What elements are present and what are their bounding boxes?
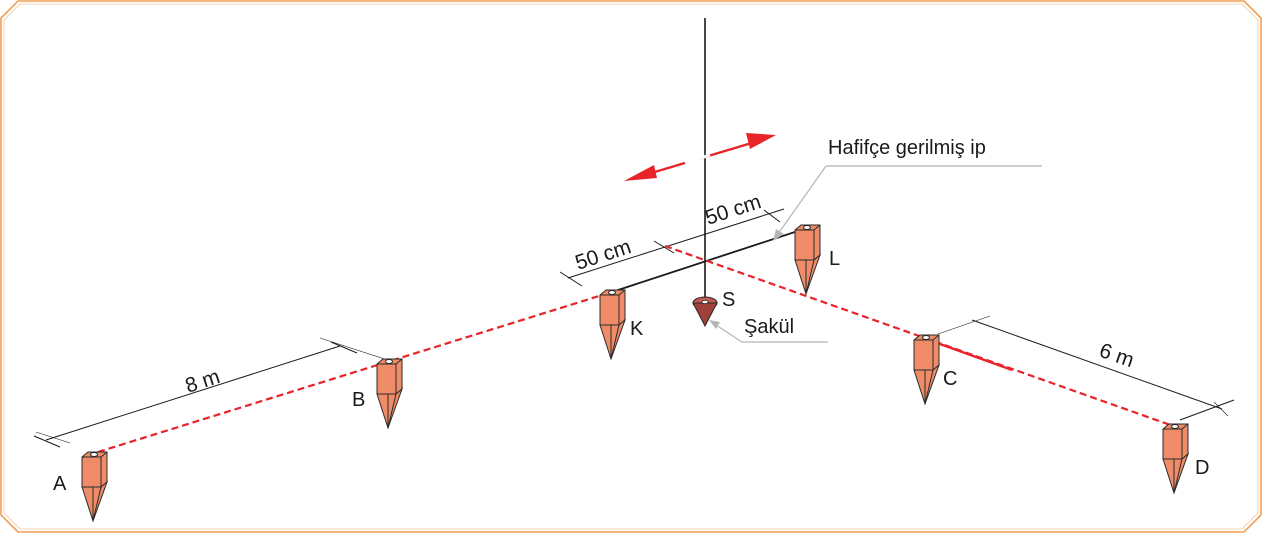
dimension-ab-label: 8 m — [182, 365, 222, 398]
point-c-label: C — [943, 368, 957, 390]
dimension-cd — [937, 315, 1235, 421]
dimension-center-l-label: 50 cm — [702, 190, 763, 230]
point-k-label: K — [630, 318, 644, 340]
plumb-note-leader — [709, 320, 828, 343]
dimension-ab — [33, 337, 401, 448]
stake-d-icon — [1162, 423, 1189, 494]
plumb-note-label: Şakül — [744, 316, 794, 338]
stake-c-icon — [913, 334, 940, 405]
plumb-bob-icon — [692, 296, 718, 328]
stake-k-icon — [599, 289, 626, 360]
point-b-label: B — [352, 389, 365, 411]
string-note-leader — [773, 165, 1042, 241]
point-s-label: S — [722, 289, 735, 311]
point-d-label: D — [1195, 457, 1209, 479]
dimension-cd-label: 6 m — [1096, 339, 1137, 372]
stake-a-icon — [81, 451, 108, 522]
stake-b-icon — [376, 358, 403, 429]
dashed-string — [97, 244, 1177, 454]
string-note-label: Hafifçe gerilmiş ip — [828, 137, 986, 159]
frame-inner-border — [3, 3, 1259, 530]
stake-l-icon — [794, 224, 821, 295]
point-a-label: A — [53, 473, 67, 495]
point-l-label: L — [829, 248, 840, 270]
double-arrow-icon — [624, 133, 776, 181]
dimension-k-center-label: 50 cm — [572, 235, 633, 275]
